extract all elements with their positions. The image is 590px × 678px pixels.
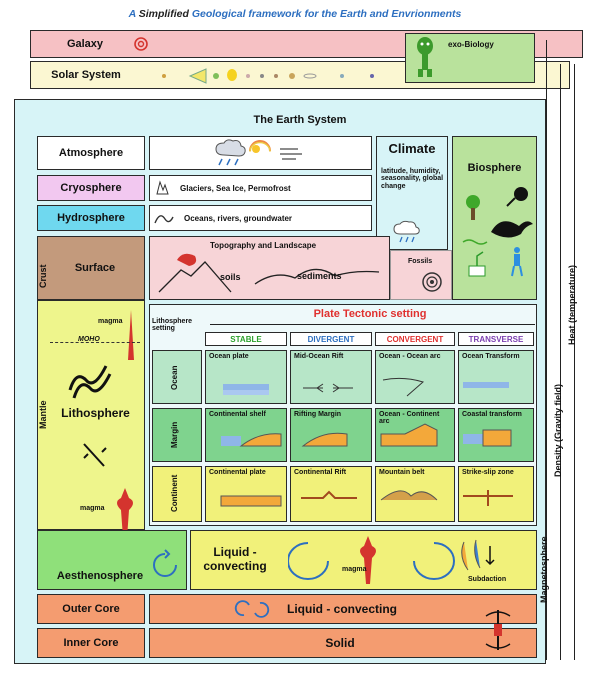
climate-label: Climate (388, 140, 436, 156)
density-label: Density (Gravity field) (553, 383, 563, 477)
density-arrow-line (560, 64, 561, 660)
cell-strike-slip-zone: Strike-slip zone (458, 466, 534, 522)
magma-label-1: magma (98, 318, 123, 325)
magneto-arrow-line (546, 40, 547, 660)
weather-icon (215, 139, 302, 166)
moho-line (50, 342, 140, 343)
lithosphere-setting-label: Lithosphere setting (152, 318, 193, 333)
soils-label: soils (220, 272, 241, 282)
magma-plume-icon (117, 488, 133, 538)
cell-mid-ocean-rift: Mid-Ocean Rift (290, 350, 372, 404)
alien-icon (417, 37, 433, 77)
fossils-label: Fossils (408, 258, 433, 265)
lithosphere-column (37, 300, 145, 530)
ammonite-icon (422, 272, 442, 292)
row-continent-label: Continent (170, 474, 179, 512)
heat-label: Heat (temperature) (567, 264, 577, 346)
cell-continental-shelf: Continental shelf (205, 408, 287, 462)
glacier-icon (156, 180, 169, 195)
aesthenosphere-box (37, 530, 187, 590)
setting-arrow (210, 324, 535, 325)
row-ocean (152, 350, 202, 404)
moho-label: MOHO (78, 336, 100, 343)
fault-icon (83, 443, 107, 467)
earth-system-label: The Earth System (253, 114, 347, 126)
cell-ocean-plate: Ocean plate (205, 350, 287, 404)
climate-description: latitude, humidity, seasonality, global … (381, 168, 444, 190)
hydrosphere-label: Hydrosphere (37, 205, 145, 231)
heat-arrow-line (574, 64, 575, 660)
magma-dike-icon (128, 310, 134, 360)
biosphere-label: Biosphere (467, 162, 522, 174)
row-margin-label: Margin (170, 421, 179, 449)
solar-system-label: Solar System (51, 69, 121, 81)
outer-core-description: Liquid - convecting (287, 602, 397, 616)
atmosphere-detail (149, 136, 372, 170)
biosphere-box (452, 136, 537, 300)
cell-continental-plate: Continental plate (205, 466, 287, 522)
lithosphere-label: Lithosphere (61, 406, 130, 420)
mantle-convection-icon (288, 536, 455, 584)
inner-core-description: Solid (325, 636, 355, 650)
core-convection-icon (234, 600, 270, 618)
inner-core-label: Inner Core (37, 628, 145, 658)
outer-core-detail (149, 594, 537, 624)
plate-tectonic-title: Plate Tectonic setting (313, 308, 427, 320)
liquid-convecting-label: Liquid - convecting (203, 545, 267, 573)
exo-biology-label: exo-Biology (448, 40, 494, 49)
cell-ocean-ocean-arc: Ocean - Ocean arc (375, 350, 455, 404)
atmosphere-label: Atmosphere (37, 136, 145, 170)
landscape-icon (158, 253, 380, 293)
surface-label: Surface (74, 262, 116, 274)
subduction-label: Subdaction (468, 576, 507, 583)
magnet-compass-icon (485, 610, 511, 650)
planets-icon (162, 68, 374, 84)
outer-core-label: Outer Core (37, 594, 145, 624)
galaxy-label: Galaxy (66, 38, 104, 50)
cryosphere-description: Glaciers, Sea Ice, Permofrost (180, 184, 291, 193)
life-icons (462, 187, 533, 277)
hydrosphere-description: Oceans, rivers, groundwater (184, 214, 293, 223)
liquid-convecting-box (190, 530, 537, 590)
topography-label: Topography and Landscape (210, 241, 317, 250)
rain-cloud-icon (393, 220, 420, 243)
surface-label-box (37, 236, 145, 300)
col-transverse: TRANSVERSE (458, 332, 534, 346)
convection-arrow-icon (153, 549, 177, 577)
cryosphere-detail (149, 175, 372, 201)
magma-label-3: magma (342, 566, 367, 573)
fossils-box (390, 250, 452, 300)
aesthenosphere-label: Aesthenosphere (56, 570, 144, 582)
diagram-title: A Simplified Geological framework for th… (128, 8, 462, 20)
hydrosphere-detail (149, 205, 372, 231)
sediments-label: sediments (297, 271, 342, 281)
crust-label: Crust (38, 264, 48, 288)
tectonic-pictograms (220, 377, 513, 507)
magma-label-2: magma (80, 505, 105, 512)
row-ocean-label: Ocean (170, 365, 179, 391)
mantle-label: Mantle (38, 400, 48, 430)
col-divergent: DIVERGENT (290, 332, 372, 346)
wave-icon (154, 215, 174, 224)
subduction-icon (461, 539, 495, 571)
cell-ocean-transform: Ocean Transform (458, 350, 534, 404)
surface-detail (149, 236, 390, 300)
inner-core-detail (149, 628, 537, 658)
cryosphere-label: Cryosphere (37, 175, 145, 201)
row-margin (152, 408, 202, 462)
folded-strata-icon (68, 365, 112, 399)
col-stable: STABLE (205, 332, 287, 346)
magnetosphere-label: Magnetosphere (539, 536, 549, 604)
spiral-galaxy-icon (134, 37, 148, 51)
row-continent (152, 466, 202, 522)
col-convergent: CONVERGENT (375, 332, 455, 346)
